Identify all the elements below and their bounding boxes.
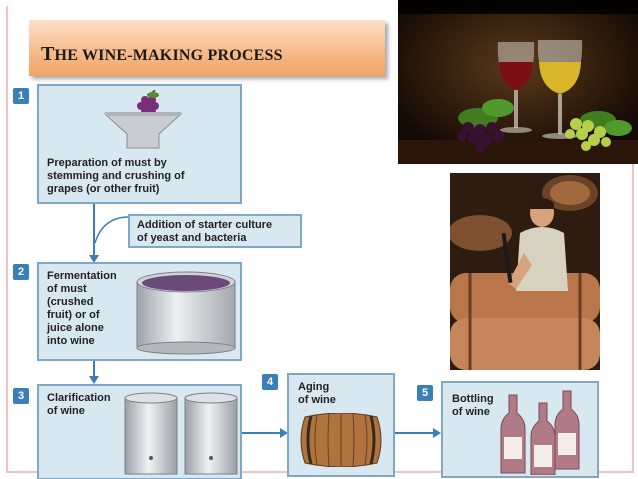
page-title: THE WINE-MAKING PROCESS bbox=[41, 43, 283, 66]
wine-glasses-photo bbox=[398, 0, 638, 164]
step-2-line: (crushed bbox=[47, 296, 94, 308]
step-1-line: Preparation of must by bbox=[47, 157, 167, 169]
step-2-line: Fermentation bbox=[47, 270, 117, 282]
step-2-text: Fermentation of must (crushed fruit) or … bbox=[47, 270, 117, 348]
title-rest: HE WINE-MAKING PROCESS bbox=[54, 47, 283, 64]
addition-connector bbox=[94, 216, 130, 244]
grape-crusher-icon bbox=[103, 90, 183, 149]
wooden-barrel-icon bbox=[300, 413, 382, 467]
step-1-line: grapes (or other fruit) bbox=[47, 183, 160, 195]
clarification-tanks-icon bbox=[124, 392, 238, 475]
step-3-badge: 3 bbox=[13, 388, 29, 404]
step-4-badge: 4 bbox=[262, 374, 278, 390]
step-5-line: of wine bbox=[452, 406, 490, 418]
wine-glasses-illustration bbox=[398, 0, 638, 164]
addition-text: Addition of starter culture of yeast and… bbox=[137, 219, 272, 245]
arrow-right-icon bbox=[433, 428, 441, 438]
addition-panel: Addition of starter culture of yeast and… bbox=[128, 214, 302, 248]
step-2-line: of must bbox=[47, 283, 87, 295]
step-3-line: Clarification bbox=[47, 392, 111, 404]
addition-line: Addition of starter culture bbox=[137, 219, 273, 231]
title-box: THE WINE-MAKING PROCESS bbox=[29, 20, 385, 76]
step-1-panel: Preparation of must by stemming and crus… bbox=[37, 84, 242, 204]
arrow-right-icon bbox=[280, 428, 288, 438]
connector-4-5 bbox=[395, 432, 433, 434]
winemaker-barrels-photo bbox=[450, 173, 600, 370]
slide-border-left bbox=[6, 6, 8, 473]
step-4-line: of wine bbox=[298, 394, 336, 406]
arrow-down-icon bbox=[89, 255, 99, 263]
arrow-down-icon bbox=[89, 376, 99, 384]
connector-2-3 bbox=[93, 361, 95, 377]
step-4-text: Aging of wine bbox=[298, 381, 336, 407]
addition-line: of yeast and bacteria bbox=[137, 232, 247, 244]
wine-bottles-icon bbox=[500, 390, 580, 475]
step-3-panel: Clarification of wine bbox=[37, 384, 242, 479]
step-1-badge: 1 bbox=[13, 88, 29, 104]
step-2-line: into wine bbox=[47, 335, 95, 347]
step-5-text: Bottling of wine bbox=[452, 393, 494, 419]
connector-3-4 bbox=[242, 432, 280, 434]
step-4-panel: Aging of wine bbox=[287, 373, 395, 477]
step-2-badge: 2 bbox=[13, 264, 29, 280]
fermentation-tank-icon bbox=[136, 271, 236, 355]
step-5-line: Bottling bbox=[452, 393, 494, 405]
slide-border-right bbox=[632, 6, 634, 473]
step-5-badge: 5 bbox=[417, 385, 433, 401]
winemaker-illustration bbox=[450, 173, 600, 370]
step-2-panel: Fermentation of must (crushed fruit) or … bbox=[37, 262, 242, 361]
step-2-line: juice alone bbox=[47, 322, 104, 334]
step-1-line: stemming and crushing of bbox=[47, 170, 185, 182]
step-4-line: Aging bbox=[298, 381, 330, 393]
step-3-line: of wine bbox=[47, 405, 85, 417]
step-2-line: fruit) or of bbox=[47, 309, 100, 321]
step-3-text: Clarification of wine bbox=[47, 392, 111, 418]
step-5-panel: Bottling of wine bbox=[441, 381, 599, 478]
title-first-letter: T bbox=[41, 43, 55, 65]
connector-1-2 bbox=[93, 204, 95, 256]
step-1-text: Preparation of must by stemming and crus… bbox=[47, 157, 185, 196]
